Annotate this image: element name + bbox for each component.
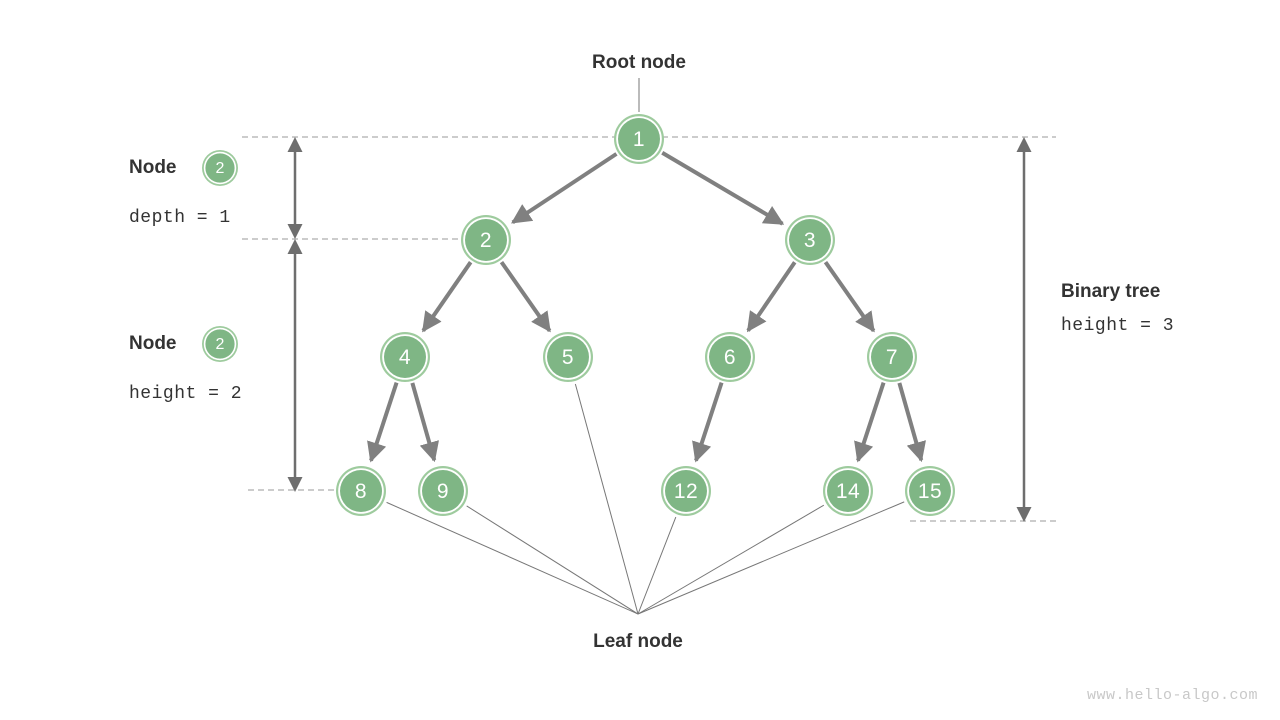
binary-tree-detail: height = 3 — [1061, 316, 1175, 336]
tree-node-5 — [543, 332, 593, 382]
tree-node-14 — [823, 466, 873, 516]
depth-annotation-title: Node — [129, 157, 177, 178]
leaf-pointer-line — [637, 516, 677, 615]
leaf-pointer-line — [386, 501, 639, 615]
annotation-badges — [202, 150, 238, 362]
leaf-pointer-lines — [386, 383, 905, 615]
tree-edge — [823, 260, 876, 333]
leaf-pointer-line — [466, 505, 639, 615]
tree-node-9 — [418, 466, 468, 516]
tree-node-3 — [785, 215, 835, 265]
tree-node-8 — [336, 466, 386, 516]
tree-node-2 — [461, 215, 511, 265]
leaf-node-label: Leaf node — [593, 631, 683, 652]
tree-node-6 — [705, 332, 755, 382]
tree-node-15 — [905, 466, 955, 516]
tree-edge — [367, 382, 399, 463]
tree-node-1 — [614, 114, 664, 164]
tree-edge — [897, 382, 926, 463]
height-annotation-title: Node — [129, 333, 177, 354]
height-annotation-badge — [202, 326, 238, 362]
tree-node-12 — [661, 466, 711, 516]
tree-edge — [692, 382, 724, 463]
depth-annotation-badge-value: 2 — [215, 160, 225, 177]
tree-edge — [410, 382, 439, 463]
level-guide-lines — [242, 136, 1056, 522]
depth-annotation-badge — [202, 150, 238, 186]
tree-edge — [421, 261, 473, 333]
binary-tree-title: Binary tree — [1061, 281, 1161, 302]
tree-edges — [367, 151, 926, 463]
tree-edge — [746, 261, 797, 333]
height-annotation-badge-value: 2 — [215, 336, 225, 353]
tree-edge — [511, 152, 618, 225]
tree-edge — [854, 382, 886, 463]
tree-node-7 — [867, 332, 917, 382]
root-node-label: Root node — [592, 52, 686, 73]
leaf-pointer-line — [637, 501, 905, 615]
tree-edge — [661, 151, 785, 226]
leaf-pointer-line — [637, 504, 825, 615]
height-annotation-detail: height = 2 — [129, 384, 243, 404]
leaf-pointer-line — [574, 383, 639, 615]
site-watermark: www.hello-algo.com — [1086, 687, 1258, 704]
measurement-arrows — [287, 137, 1032, 522]
depth-annotation-detail: depth = 1 — [129, 208, 231, 228]
tree-node-4 — [380, 332, 430, 382]
tree-edge — [499, 260, 552, 333]
tree-nodes — [336, 114, 955, 516]
